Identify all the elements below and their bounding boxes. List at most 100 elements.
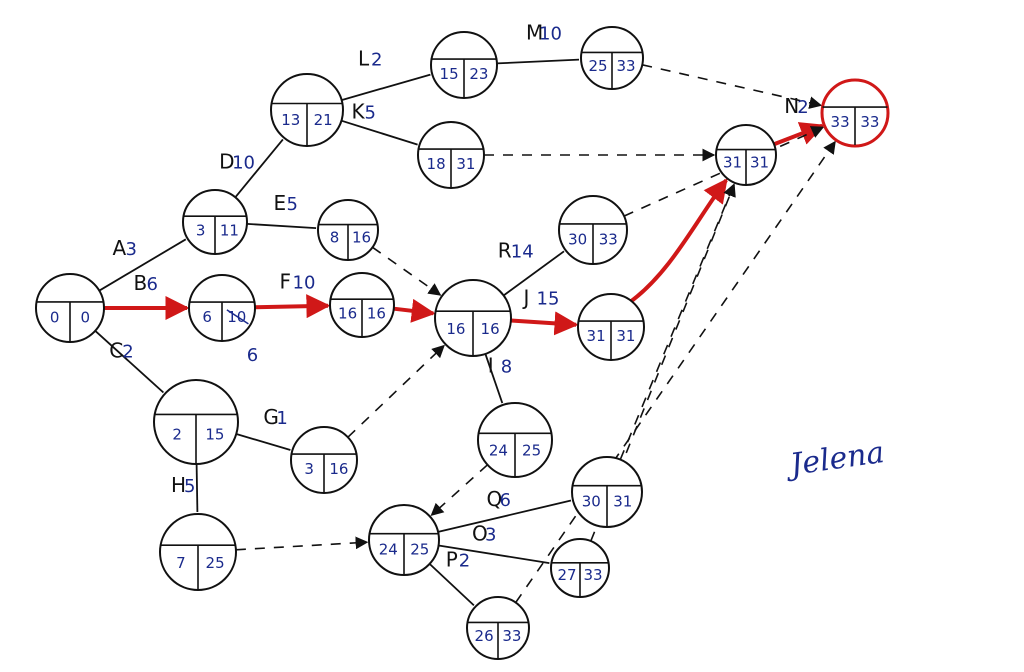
activity-duration-e: 5 [287, 194, 298, 215]
node-latest-time: 33 [860, 113, 879, 131]
activity-arrow-l [341, 73, 431, 101]
node-earliest-time: 30 [568, 230, 587, 248]
notes-layer: 6 [226, 309, 258, 366]
correction-value: 6 [247, 345, 258, 366]
activity-arrow-m [496, 58, 580, 65]
activity-label-g: G [263, 405, 279, 429]
node-earliest-time: 15 [440, 65, 459, 83]
activity-arrow-d [234, 138, 284, 198]
dummy-arrow-7 [642, 64, 823, 109]
dummy-arrow-0 [393, 298, 436, 323]
activity-label-j: J [522, 286, 530, 310]
node-latest-time: 25 [522, 442, 541, 460]
event-node-n21: 33 33 [820, 78, 890, 148]
node-latest-time: 31 [616, 327, 635, 345]
edges-layer [94, 58, 836, 607]
activity-arrow-e [246, 223, 317, 229]
node-earliest-time: 31 [587, 327, 606, 345]
node-latest-time: 21 [314, 111, 333, 129]
activity-duration-j: 15 [537, 289, 560, 310]
activity-label-e: E [274, 191, 287, 215]
activity-arrow-h [195, 463, 199, 513]
dummy-arrow-2 [372, 246, 442, 296]
node-earliest-time: 16 [338, 304, 357, 322]
dummy-arrow-4 [235, 536, 369, 551]
activity-arrow-r [503, 250, 565, 297]
node-earliest-time: 7 [176, 554, 186, 572]
nodes-layer: 0031161021513218161616316725152318311616… [35, 26, 890, 660]
activity-label-d: D [219, 149, 234, 173]
activity-arrow-p [428, 563, 475, 607]
event-node-n2: 610 [188, 274, 256, 342]
activity-label-n: N [784, 94, 799, 118]
node-latest-time: 33 [599, 230, 618, 248]
activity-duration-p: 2 [459, 551, 470, 572]
node-earliest-time: 0 [50, 308, 60, 326]
node-earliest-time: 24 [489, 442, 508, 460]
node-earliest-time: 33 [831, 113, 850, 131]
activity-arrow-f [254, 294, 331, 319]
event-node-n19: 26 33 [466, 596, 530, 660]
event-node-n16: 31 31 [577, 293, 645, 361]
node-earliest-time: 16 [446, 320, 465, 338]
event-node-n4: 13 21 [270, 73, 344, 147]
node-earliest-time: 26 [475, 627, 494, 645]
node-latest-time: 23 [469, 65, 488, 83]
node-latest-time: 33 [502, 627, 521, 645]
activity-duration-q: 6 [500, 490, 511, 511]
activity-arrow-j [510, 311, 579, 336]
node-earliest-time: 8 [330, 229, 340, 247]
activity-label-k: K [352, 100, 366, 124]
node-earliest-time: 13 [281, 111, 300, 129]
dummy-arrow-critical-1 [630, 178, 728, 303]
activity-arrow-g [236, 433, 291, 451]
activity-duration-b: 6 [147, 274, 158, 295]
node-earliest-time: 25 [588, 57, 607, 75]
event-node-n7: 3 16 [290, 426, 358, 494]
node-earliest-time: 18 [427, 155, 446, 173]
activity-arrow-q [437, 499, 572, 533]
activity-arrow-i [484, 353, 504, 404]
event-node-n15: 30 33 [558, 195, 628, 265]
correction-strike [226, 309, 249, 325]
node-earliest-time: 3 [304, 460, 314, 478]
node-latest-time: 16 [329, 460, 348, 478]
activity-arrow-a [98, 238, 187, 292]
node-earliest-time: 24 [379, 541, 398, 559]
activity-duration-n: 2 [797, 97, 808, 118]
activity-duration-r: 14 [511, 241, 534, 262]
node-latest-time: 16 [367, 304, 386, 322]
activity-label-q: Q [487, 487, 503, 511]
activity-label-b: B [134, 271, 148, 295]
node-latest-time: 31 [456, 155, 475, 173]
activity-duration-m: 10 [539, 24, 562, 45]
node-earliest-time: 6 [202, 308, 212, 326]
dummy-arrow-5 [430, 464, 489, 517]
node-latest-time: 16 [481, 320, 500, 338]
activity-label-c: C [109, 339, 123, 363]
activity-duration-o: 3 [485, 524, 496, 545]
activity-label-i: I [488, 354, 494, 378]
activity-duration-i: 8 [501, 357, 512, 378]
activity-duration-g: 1 [276, 408, 287, 429]
activity-duration-h: 5 [184, 476, 195, 497]
node-latest-time: 31 [750, 154, 769, 172]
node-latest-time: 31 [613, 493, 632, 511]
dummy-arrow-9 [619, 183, 736, 460]
activity-duration-c: 2 [122, 342, 133, 363]
node-earliest-time: 3 [196, 221, 206, 239]
activity-arrow-n [773, 122, 825, 147]
activity-label-a: A [113, 236, 127, 260]
activity-label-f: F [280, 270, 292, 294]
activity-label-o: O [472, 521, 488, 545]
